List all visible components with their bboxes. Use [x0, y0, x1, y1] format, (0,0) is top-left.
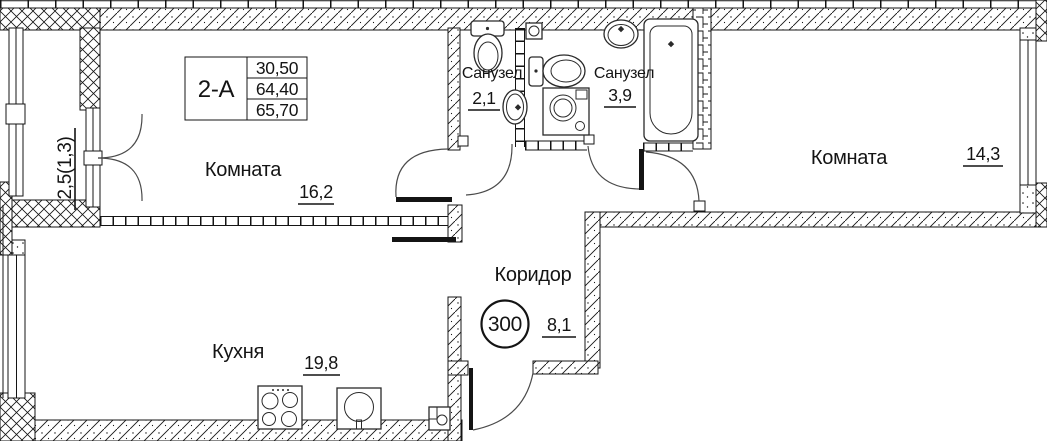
electrical-panel-icon: [428, 406, 451, 431]
room2-door-arc: [645, 151, 700, 202]
entrance-door-leaf: [469, 368, 473, 430]
bath2-sink-icon: [603, 19, 639, 49]
corridor-area: 8,1: [547, 315, 571, 335]
bath2-area: 3,9: [608, 85, 631, 105]
room2-name: Комната: [811, 147, 888, 169]
room1-door-leaf: [396, 197, 452, 202]
load-bearing-walls: [0, 7, 1047, 441]
spec-value-total: 65,70: [256, 100, 299, 120]
stove-icon: [257, 385, 303, 430]
bath2-toilet-icon: [528, 54, 586, 88]
bath2-door-arc: [587, 145, 640, 190]
top-tick-band: [0, 0, 1047, 8]
vent-box-icon: [525, 22, 543, 40]
room2-area: 14,3: [966, 144, 1000, 164]
room-labels: Комната 16,2 Комната 14,3 Кухня 19,8 Кор…: [55, 65, 1003, 376]
bath1-door-arc: [465, 143, 513, 196]
balcony-door-arc-bottom: [97, 157, 143, 202]
room1-door-arc: [395, 148, 449, 198]
balcony-glazing: [5, 27, 26, 197]
unit-number-badge: 300: [480, 299, 530, 349]
room1-area: 16,2: [299, 182, 333, 202]
spec-table: 2-А 30,50 64,40 65,70: [184, 56, 308, 121]
bath1-area: 2,1: [472, 88, 495, 108]
door-swings: [97, 113, 700, 431]
unit-number: 300: [488, 313, 522, 336]
balcony-area-label: 2,5(1,3): [55, 136, 76, 199]
room1-name: Комната: [205, 159, 282, 181]
kitchen-name: Кухня: [212, 341, 264, 363]
balcony-door-arc-top: [97, 113, 143, 159]
spec-value-usable: 64,40: [256, 79, 299, 99]
kitchen-window: [2, 205, 26, 399]
partitions: [100, 28, 706, 226]
unit-type-label: 2-А: [198, 76, 235, 103]
entrance-door-arc: [472, 372, 534, 431]
bath2-name: Санузел: [594, 65, 654, 82]
bath1-sink-icon: [502, 89, 528, 125]
bath1-toilet-icon: [470, 20, 505, 73]
bathtub-icon: [643, 18, 699, 142]
bath1-name: Санузел: [462, 65, 522, 82]
spec-value-living: 30,50: [256, 58, 299, 78]
kitchen-area: 19,8: [304, 353, 338, 373]
washing-machine-icon: [542, 87, 590, 136]
kitchen-sink-icon: [336, 387, 382, 430]
bath2-door-leaf: [639, 149, 644, 190]
kitchen-opening-stub: [392, 237, 456, 242]
room2-window: [1019, 39, 1037, 186]
corridor-name: Коридор: [495, 264, 572, 286]
